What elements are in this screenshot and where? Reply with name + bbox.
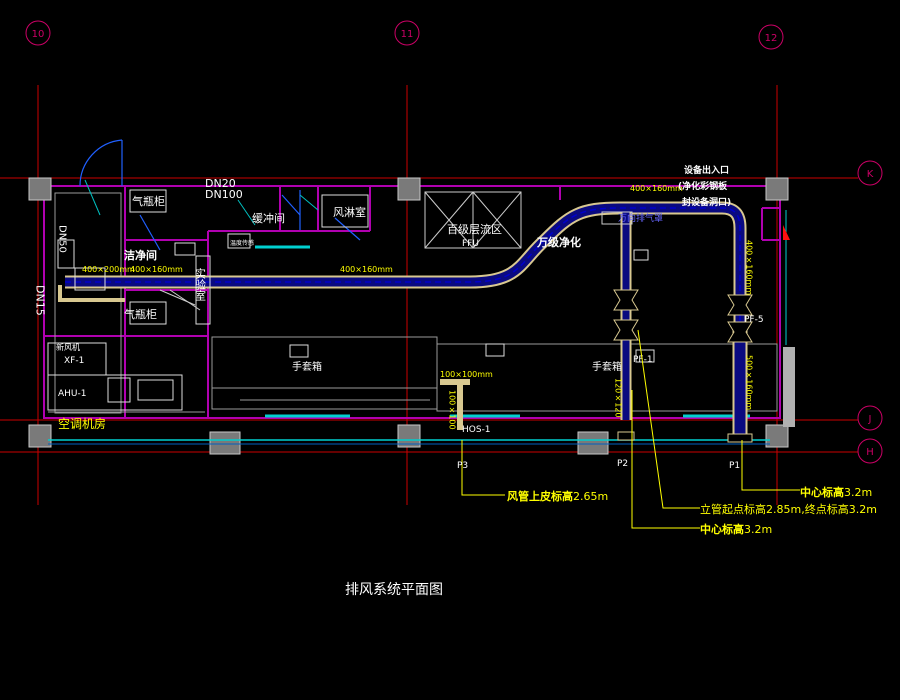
callout-p2-value: 3.2m — [744, 523, 772, 536]
column — [577, 431, 609, 455]
axis-label-j: J — [868, 414, 872, 425]
door — [79, 139, 361, 251]
label-pipe-dn15: DN15 — [34, 285, 47, 316]
drawing-title: 排风系统平面图 — [345, 582, 443, 598]
callout-p1: 中心标高3.2m — [800, 485, 872, 499]
axis-label-h: H — [866, 447, 874, 458]
label-ffu: FFU — [462, 239, 479, 249]
callout-p2: 中心标高3.2m — [700, 522, 772, 536]
red-marker — [783, 225, 790, 240]
inner-lines — [48, 192, 778, 414]
label-duct-d8: 100×100 — [448, 390, 457, 430]
label-universal-exhaust: 万向排气罩 — [618, 212, 663, 224]
column — [28, 177, 52, 201]
label-pf1: PF-1 — [633, 355, 653, 365]
axis-label-12: 12 — [765, 33, 778, 44]
label-ahu: AHU-1 — [58, 389, 87, 399]
callout-p1-value: 3.2m — [844, 486, 872, 499]
walls — [43, 185, 781, 419]
label-p2: P2 — [617, 459, 628, 469]
ahu-equipment — [47, 189, 655, 411]
column — [209, 431, 241, 455]
callout-p1-label: 中心标高 — [800, 485, 844, 499]
entrance-note-line2: (净化彩钢板 — [678, 180, 728, 192]
callout-p3: 风管上皮标高2.65m — [507, 489, 608, 503]
entrance-note-line3: 封设备洞口) — [682, 196, 731, 208]
label-duct-d7: 100×100mm — [440, 370, 493, 379]
axis-bubble-10: 10 — [25, 20, 51, 46]
duct-branch-p3 — [440, 379, 470, 430]
label-air-shower: 风淋室 — [333, 205, 366, 219]
label-xf: XF-1 — [64, 356, 84, 366]
exhaust-duct — [58, 201, 748, 440]
label-pf5: PF-5 — [744, 315, 764, 325]
label-ac-room: 空调机房 — [58, 416, 106, 431]
axis-bubble-j: J — [857, 405, 883, 431]
column — [765, 424, 789, 448]
callout-p2-label: 中心标高 — [700, 522, 744, 536]
label-glovebox-left: 手套箱 — [292, 360, 322, 373]
label-pipe-dn100: DN100 — [205, 188, 243, 201]
label-lab: 实验室 — [194, 267, 207, 301]
label-buffer: 缓冲间 — [252, 211, 285, 225]
label-p1: P1 — [729, 461, 740, 471]
equipment-labels: AHU-1 XF-1 新风机 PF-1 PF-5 HOS-1 万向排气罩 温度传… — [56, 212, 764, 435]
axis-bubble-12: 12 — [758, 24, 784, 50]
label-duct-d9: 120×120 — [614, 378, 623, 418]
axis-label-11: 11 — [401, 29, 414, 40]
room-labels: 气瓶柜 气瓶柜 缓冲间 风淋室 洁净间 百级层流区 FFU 万级净化 手套箱 手… — [124, 194, 622, 373]
right-panel — [783, 347, 795, 427]
leader-lines — [461, 329, 800, 529]
label-gas-cabinet-top: 气瓶柜 — [132, 194, 165, 208]
point-labels: P1 P2 P3 — [457, 459, 740, 471]
label-gas-cabinet-bottom: 气瓶柜 — [124, 307, 157, 321]
columns — [28, 177, 789, 455]
duct-size-labels: 400×200mm 400×160mm 400×160mm 400×160mm … — [82, 184, 683, 379]
label-hos: HOS-1 — [462, 425, 491, 435]
label-pipe-dn20: DN20 — [205, 177, 236, 190]
label-duct-d6: 500×160mm — [745, 355, 754, 410]
label-duct-d3: 400×160mm — [340, 265, 393, 274]
axis-bubble-11: 11 — [394, 20, 420, 46]
callout-p3-label: 风管上皮标高 — [507, 489, 573, 503]
column — [765, 177, 789, 201]
callout-riser: 立管起点标高2.85m,终点标高3.2m — [700, 502, 877, 516]
ffu-units — [424, 191, 522, 249]
label-xf-note: 新风机 — [56, 342, 80, 352]
axis-lines — [0, 85, 858, 505]
label-pipe-dn50: DN50 — [57, 225, 68, 253]
label-glovebox-right: 手套箱 — [592, 360, 622, 373]
label-clean-room: 洁净间 — [124, 248, 157, 262]
entrance-note-line1: 设备出入口 — [684, 164, 729, 176]
label-duct-d5: 400×160mm — [745, 240, 754, 295]
callout-p3-value: 2.65m — [573, 490, 608, 503]
column — [397, 424, 421, 448]
entrance-note: 设备出入口 (净化彩钢板 封设备洞口) — [678, 164, 731, 208]
axis-bubble-k: K — [857, 160, 883, 186]
column — [28, 424, 52, 448]
label-sensor: 温度传感 — [230, 239, 254, 247]
label-duct-d2: 400×160mm — [130, 265, 183, 274]
label-laminar-zone: 百级层流区 — [447, 222, 502, 236]
axis-label-10: 10 — [32, 29, 45, 40]
label-duct-d4: 400×160mm — [630, 184, 683, 193]
label-duct-d1: 400×200mm — [82, 265, 135, 274]
label-p3: P3 — [457, 461, 468, 471]
column — [397, 177, 421, 201]
axis-label-k: K — [867, 169, 874, 180]
axis-bubble-h: H — [857, 438, 883, 464]
label-class-10000: 万级净化 — [536, 235, 581, 249]
fan-pf1 — [613, 289, 753, 443]
